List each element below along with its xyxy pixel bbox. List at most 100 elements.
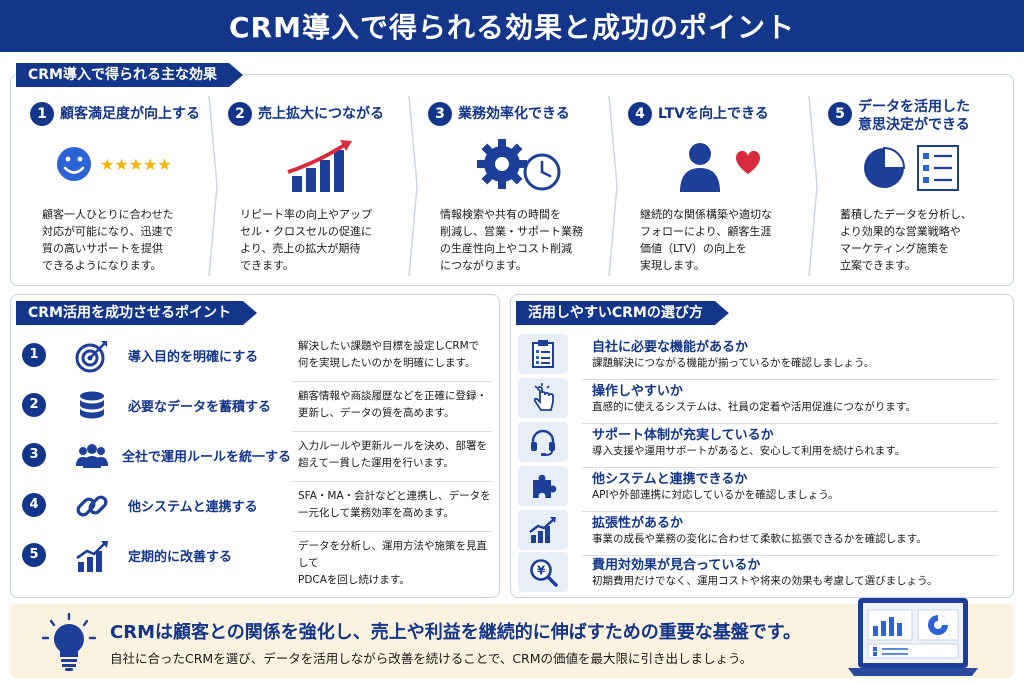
- svg-text:¥: ¥: [537, 564, 546, 578]
- point-row-5: 5 定期的に改善する データを分析し、運用方法や施策を見直して PDCAを回し続…: [22, 532, 492, 586]
- choose-row-6: ¥ 費用対効果が見合っているか 初期費用だけでなく、運用コストや将来の効果も考慮…: [518, 552, 1006, 596]
- point-label: 導入目的を明確にする: [128, 350, 259, 365]
- gear-clock-icon: [477, 139, 561, 191]
- choose-section-title: 活用しやすいCRMの選び方: [516, 301, 729, 325]
- choose-row-1: 自社に必要な機能があるか 課題解決につながる機能が揃っているかを確認しましょう。: [518, 334, 1006, 380]
- effect-title: LTVを向上できる: [658, 106, 769, 122]
- effect-title: 業務効率化できる: [458, 106, 570, 122]
- point-row-3: 3 全社で運用ルールを統一する 入力ルールや更新ルールを決め、部署を 超えて一貫…: [22, 432, 492, 482]
- row-divider: [582, 555, 998, 556]
- divider-chevron: [808, 96, 818, 276]
- choose-description: 直感的に使えるシステムは、社員の定着や活用促進につながります。: [592, 401, 916, 413]
- choose-description: 初期費用だけでなく、運用コストや将来の効果も考慮して選びましょう。: [592, 575, 938, 587]
- growth-chart-icon: [287, 140, 352, 192]
- effect-card-4: 4 LTVを向上できる 継続的な関係構築や適切な フォローにより、顧客生涯 価値…: [612, 88, 808, 280]
- effect-card-3: 3 業務効率化できる 情報検索や共有の時間を 削減し、営業・サポート業務 の生産…: [412, 88, 608, 280]
- link-icon: [76, 495, 108, 517]
- choose-title: 操作しやすいか: [592, 384, 683, 399]
- point-description: 入力ルールや更新ルールを決め、部署を 超えて一貫した運用を行います。: [298, 440, 487, 469]
- yen-magnifier-icon: ¥: [518, 552, 568, 592]
- effect-description: 蓄積したデータを分析し、 より効果的な営業戦略や マーケティング施策を 立案でき…: [840, 208, 972, 272]
- improve-chart-icon: [76, 541, 108, 572]
- effect-description: 継続的な関係構築や適切な フォローにより、顧客生涯 価値（LTV）の向上を 実現…: [640, 208, 772, 272]
- choose-title: 拡張性があるか: [592, 516, 684, 531]
- row-divider: [582, 511, 998, 512]
- row-divider: [292, 531, 492, 532]
- rating-stars: ★★★★★: [100, 155, 172, 174]
- person-heart-icon: [680, 143, 760, 192]
- effect-number: 2: [228, 102, 252, 126]
- summary-text: 自社に合ったCRMを選び、データを活用しながら改善を続けることで、CRMの価値を…: [110, 651, 753, 666]
- target-icon: [75, 341, 107, 373]
- effect-number: 4: [628, 102, 652, 126]
- point-row-4: 4 他システムと連携する SFA・MA・会計などと連携し、データを 一元化して業…: [22, 482, 492, 532]
- point-label: 定期的に改善する: [128, 550, 233, 565]
- lightbulb-icon: [41, 612, 97, 671]
- point-label: 必要なデータを蓄積する: [128, 400, 272, 415]
- choose-description: 導入支援や運用サポートがあると、安心して利用を続けられます。: [592, 445, 906, 457]
- row-divider: [292, 431, 492, 432]
- point-number: 4: [22, 493, 46, 517]
- choose-row-3: サポート体制が充実しているか 導入支援や運用サポートがあると、安心して利用を続け…: [518, 422, 1006, 468]
- effect-title: 顧客満足度が向上する: [60, 106, 200, 122]
- effect-description: 顧客一人ひとりに合わせた 対応が可能になり、迅速で 質の高いサポートを提供 でき…: [42, 208, 174, 272]
- database-icon: [80, 391, 104, 419]
- pointer-hand-icon: [518, 378, 568, 418]
- choose-description: 課題解決につながる機能が揃っているかを確認しましょう。: [592, 357, 875, 369]
- effect-description: リピート率の向上やアップ セル・クロスセルの促進に より、売上の拡大が期待 でき…: [240, 208, 372, 272]
- choose-title: 費用対効果が見合っているか: [592, 558, 761, 573]
- row-divider: [582, 423, 998, 424]
- choose-crm-panel: [510, 294, 1014, 598]
- point-number: 1: [22, 343, 46, 367]
- summary-banner: CRMは顧客との関係を強化し、売上や利益を継続的に伸ばすための重要な基盤です。 …: [10, 604, 1014, 678]
- point-description: 顧客情報や商談履歴などを正確に登録・ 更新し、データの質を高めます。: [298, 390, 487, 419]
- choose-title: 自社に必要な機能があるか: [592, 340, 749, 355]
- clipboard-icon: [518, 334, 568, 374]
- point-description: SFA・MA・会計などと連携し、データを 一元化して業務効率を高めます。: [298, 490, 491, 519]
- row-divider: [292, 481, 492, 482]
- summary-headline: CRMは顧客との関係を強化し、売上や利益を継続的に伸ばすための重要な基盤です。: [110, 622, 801, 643]
- point-row-2: 2 必要なデータを蓄積する 顧客情報や商談履歴などを正確に登録・ 更新し、データ…: [22, 382, 492, 432]
- effect-card-2: 2 売上拡大につながる リピート率の向上やアップ セル・クロスセルの促進に より…: [212, 88, 408, 280]
- point-label: 全社で運用ルールを統一する: [122, 450, 292, 465]
- effect-title: 売上拡大につながる: [258, 106, 384, 122]
- scale-chart-icon: [518, 510, 568, 550]
- point-row-1: 1 導入目的を明確にする 解決したい課題や目標を設定しCRMで 何を実現したいの…: [22, 332, 492, 382]
- choose-row-4: 他システムと連携できるか APIや外部連携に対応しているかを確認しましょう。: [518, 466, 1006, 512]
- point-number: 3: [22, 443, 46, 467]
- page-title: CRM導入で得られる効果と成功のポイント: [229, 11, 795, 44]
- point-description: 解決したい課題や目標を設定しCRMで 何を実現したいのかを明確にします。: [298, 340, 480, 369]
- point-number: 2: [22, 393, 46, 417]
- effect-number: 3: [428, 102, 452, 126]
- choose-title: 他システムと連携できるか: [592, 472, 748, 487]
- pie-checklist-icon: [864, 145, 959, 191]
- puzzle-icon: [518, 466, 568, 506]
- effect-number: 1: [30, 102, 54, 126]
- choose-row-2: 操作しやすいか 直感的に使えるシステムは、社員の定着や活用促進につながります。: [518, 378, 1006, 424]
- page-header: CRM導入で得られる効果と成功のポイント: [0, 0, 1024, 52]
- smiley-stars-icon: ★★★★★: [57, 147, 172, 181]
- point-label: 他システムと連携する: [128, 500, 258, 515]
- headset-icon: [518, 422, 568, 462]
- effect-number: 5: [828, 102, 852, 126]
- row-divider: [582, 467, 998, 468]
- team-icon: [76, 444, 108, 468]
- divider-chevron: [608, 96, 618, 276]
- divider-chevron: [408, 96, 418, 276]
- effect-card-1: 1 顧客満足度が向上する ★★★★★ 顧客一人ひとりに合わせた 対応が可能になり…: [14, 88, 210, 280]
- row-divider: [292, 381, 492, 382]
- choose-description: APIや外部連携に対応しているかを確認しましょう。: [592, 489, 839, 501]
- point-number: 5: [22, 543, 46, 567]
- points-section-title: CRM活用を成功させるポイント: [16, 301, 257, 325]
- effect-description: 情報検索や共有の時間を 削減し、営業・サポート業務 の生産性向上やコスト削減 に…: [440, 208, 583, 272]
- choose-row-5: 拡張性があるか 事業の成長や業務の変化に合わせて柔軟に拡張できるかを確認します。: [518, 510, 1006, 556]
- point-description: データを分析し、運用方法や施策を見直して PDCAを回し続けます。: [298, 540, 487, 586]
- choose-title: サポート体制が充実しているか: [592, 428, 774, 443]
- effect-title: データを活用した 意思決定ができる: [858, 99, 970, 133]
- choose-description: 事業の成長や業務の変化に合わせて柔軟に拡張できるかを確認します。: [592, 533, 927, 545]
- effect-card-5: 5 データを活用した 意思決定ができる 蓄積したデータを分析し、 より効果的な営…: [812, 88, 1008, 280]
- laptop-dashboard-icon: [848, 598, 978, 676]
- divider-chevron: [208, 96, 218, 276]
- effects-section-title: CRM導入で得られる主な効果: [16, 63, 243, 87]
- row-divider: [582, 379, 998, 380]
